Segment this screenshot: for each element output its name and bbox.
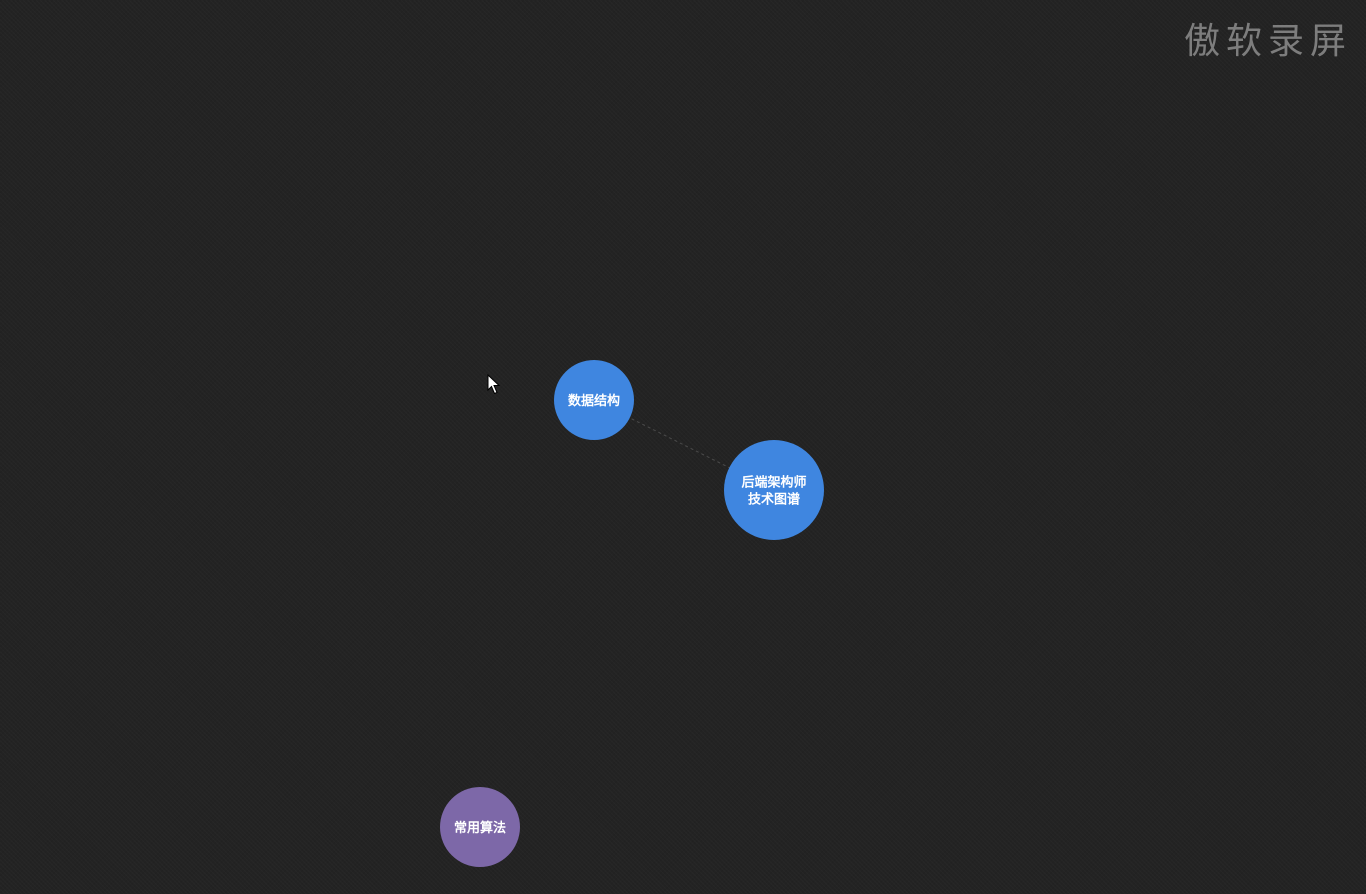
graph-node-algo[interactable]: 常用算法 xyxy=(440,787,520,867)
node-circle[interactable] xyxy=(554,360,634,440)
node-circle[interactable] xyxy=(724,440,824,540)
graph-node-ds[interactable]: 数据结构 xyxy=(554,360,634,440)
node-label: 常用算法 xyxy=(454,820,506,836)
node-label: 后端架构师 xyxy=(741,475,806,491)
node-label: 技术图谱 xyxy=(748,492,800,508)
mouse-pointer-icon xyxy=(487,374,501,395)
node-label: 数据结构 xyxy=(568,393,620,409)
watermark: 傲软录屏 xyxy=(1183,21,1352,62)
node-circle[interactable] xyxy=(440,787,520,867)
